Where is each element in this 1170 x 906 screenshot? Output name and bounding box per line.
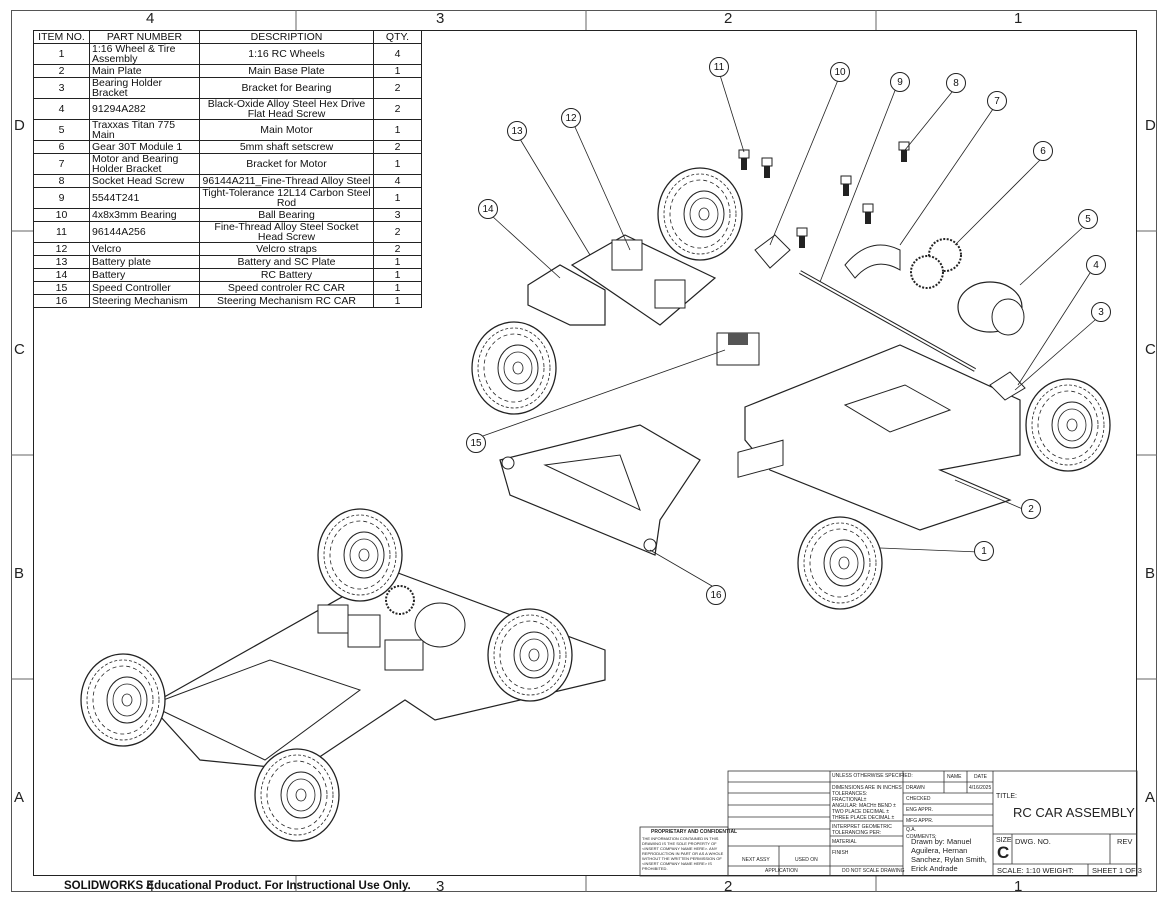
tb-next-assy: NEXT ASSY [742,857,770,863]
plate-tab [737,439,784,478]
educational-watermark: SOLIDWORKS Educational Product. For Inst… [64,880,411,892]
tb-frac: FRACTIONAL± [832,797,867,803]
sheet-border-inner [33,30,1137,876]
zone-right-A: A [1145,789,1156,806]
steering-mechanism [499,424,701,556]
zone-right-D: D [1145,117,1156,134]
tb-three: THREE PLACE DECIMAL ± [832,815,895,821]
tb-sheet: SHEET 1 OF 3 [1092,866,1142,875]
balloon-13: 13 [507,121,527,141]
tb-dims: DIMENSIONS ARE IN INCHES [832,785,902,791]
tb-dwg-label: DWG. NO. [1015,837,1051,846]
zone-top-4: 4 [146,10,155,27]
tb-mfg: MFG APPR. [906,818,934,824]
balloon-5: 5 [1078,209,1098,229]
battery-block [527,264,606,326]
tb-size-label: SIZE [996,837,1012,844]
bom-qty: 1 [373,64,422,78]
tb-drawn: DRAWN [906,785,925,791]
tb-prop-title: PROPRIETARY AND CONFIDENTIAL [651,829,738,835]
balloon-15: 15 [466,433,486,453]
tb-finish: FINISH [832,850,849,856]
balloon-12: 12 [561,108,581,128]
motor-bracket [844,244,901,279]
tb-interpret: INTERPRET GEOMETRIC TOLERANCING PER: [832,824,892,836]
tb-tol: TOLERANCES: [832,791,868,797]
leader-lines [479,74,1096,587]
tb-two: TWO PLACE DECIMAL ± [832,809,890,815]
zone-bottom-2: 2 [724,878,733,895]
zone-bottom-1: 1 [1014,878,1023,895]
zone-left-A: A [14,789,25,806]
tb-drawn-by: Drawn by: Manuel Aguilera, Hernan Sanche… [911,837,987,873]
balloon-8: 8 [946,73,966,93]
bom-part-number: Steering Mechanism [89,294,200,308]
tb-size: C [997,843,1010,862]
zone-bottom-3: 3 [436,878,445,895]
zone-top-2: 2 [724,10,733,27]
zone-left-B: B [14,565,25,582]
gear-shape [910,255,944,289]
tb-prop-text: THE INFORMATION CONTAINED IN THIS DRAWIN… [642,836,724,871]
drawing-title: RC CAR ASSEMBLY [1013,805,1135,820]
tb-rev-label: REV [1117,837,1133,846]
balloon-3: 3 [1091,302,1111,322]
tb-unless: UNLESS OTHERWISE SPECIFIED: [832,773,913,779]
tb-scale: SCALE: 1:10 WEIGHT: [997,866,1074,875]
bearing-bracket [754,234,791,269]
bom-description: Steering Mechanism RC CAR [199,294,374,308]
balloon-10: 10 [830,62,850,82]
balloon-1: 1 [974,541,994,561]
tb-checked: CHECKED [906,796,931,802]
balloon-14: 14 [478,199,498,219]
main-plate-cutout [843,384,952,433]
tb-comments: COMMENTS: [906,834,937,840]
balloon-16: 16 [706,585,726,605]
tb-ang: ANGULAR: MACH± BEND ± [832,803,896,809]
balloon-7: 7 [987,91,1007,111]
bom-header-row: ITEM NO. PART NUMBER DESCRIPTION QTY. [33,30,422,44]
balloon-9: 9 [890,72,910,92]
bearing-bracket [989,371,1026,401]
tb-qa: Q.A. [906,827,917,833]
zone-top-3: 3 [436,10,445,27]
zone-left-C: C [14,341,25,358]
tb-application: APPLICATION [765,868,798,874]
zone-top-1: 1 [1014,10,1023,27]
bom-qty: 3 [373,208,422,222]
balloon-6: 6 [1033,141,1053,161]
zone-bottom-4: 4 [146,878,155,895]
balloon-2: 2 [1021,499,1041,519]
balloon-11: 11 [709,57,729,77]
zone-right-B: B [1145,565,1156,582]
tb-used-on: USED ON [795,857,818,863]
tb-eng: ENG APPR. [906,807,933,813]
tb-drawn-date: 4/16/2025 [969,785,992,791]
tb-title-label: TITLE: [996,793,1018,800]
tb-name-hdr: NAME [947,774,962,780]
zone-right-C: C [1145,341,1156,358]
bom-qty: 1 [373,294,422,308]
balloon-4: 4 [1086,255,1106,275]
tb-date-hdr: DATE [974,774,987,780]
sheet-border-outer [11,10,1157,892]
tb-no-scale: DO NOT SCALE DRAWING [842,868,905,874]
zone-left-D: D [14,117,25,134]
tb-material: MATERIAL [832,839,857,845]
